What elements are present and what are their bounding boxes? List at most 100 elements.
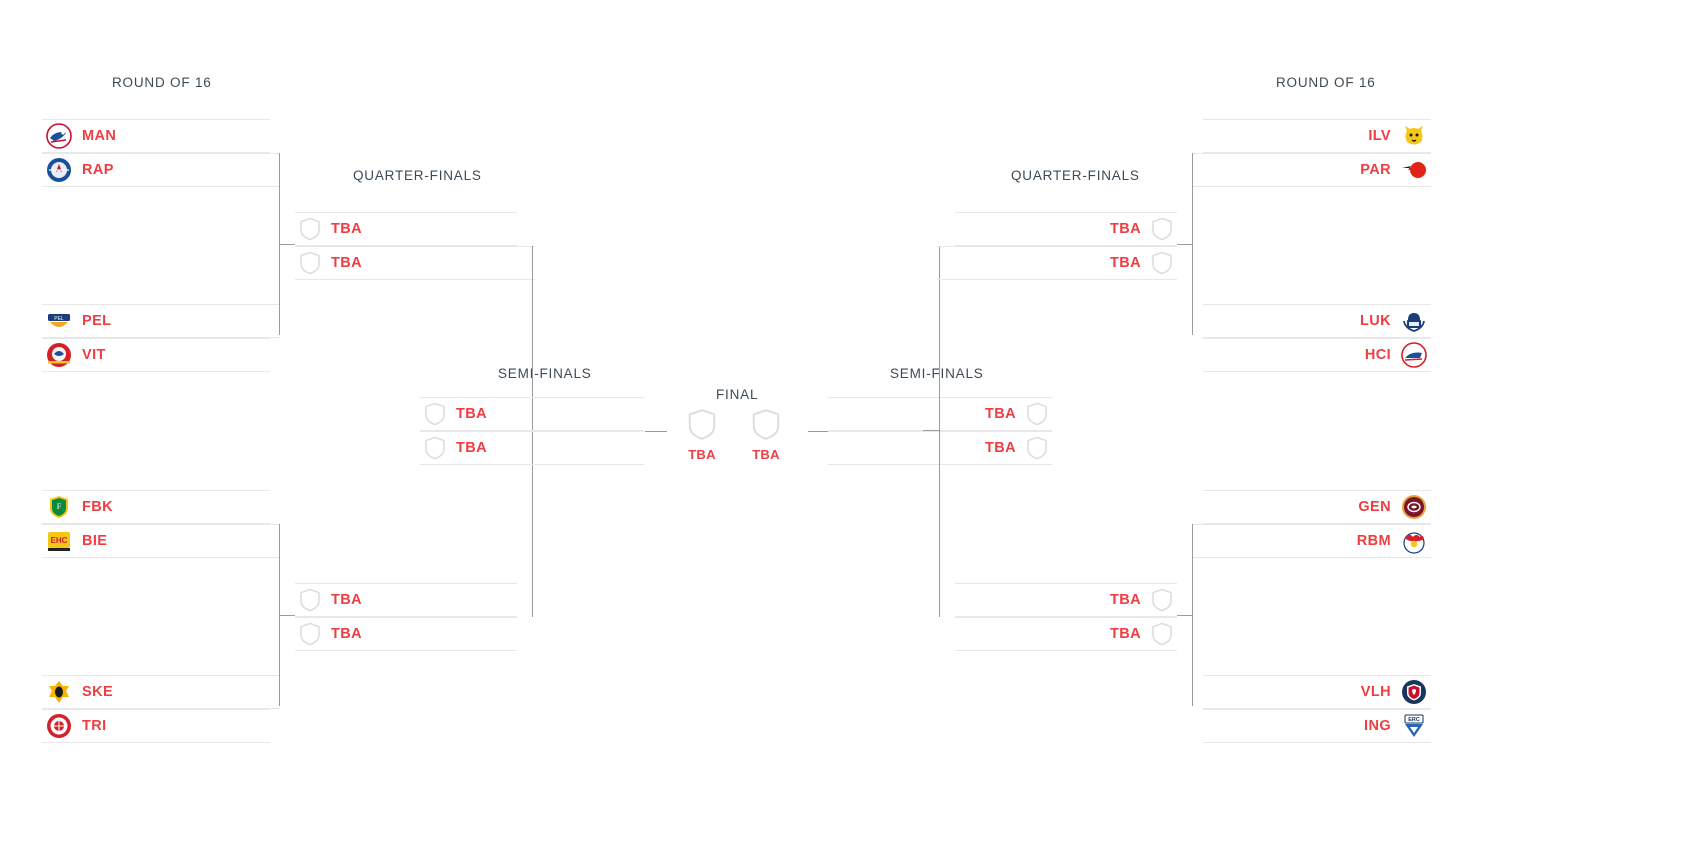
shield-placeholder-icon xyxy=(299,217,321,241)
round-header-qf-left: QUARTER-FINALS xyxy=(353,168,482,183)
match-slot-sf-right-1[interactable]: TBA xyxy=(828,397,1052,431)
shield-placeholder-icon xyxy=(299,588,321,612)
shield-placeholder-icon xyxy=(424,436,446,460)
rap-logo xyxy=(46,157,72,183)
ske-logo xyxy=(46,679,72,705)
team-abbr: PAR xyxy=(1360,162,1391,178)
match-slot-qf-left-3[interactable]: TBA xyxy=(295,583,517,617)
team-abbr: TBA xyxy=(331,221,363,237)
team-abbr: TBA xyxy=(688,447,716,462)
connector-line xyxy=(645,431,667,432)
team-abbr: SKE xyxy=(82,684,114,700)
hci-logo xyxy=(1401,342,1427,368)
team-abbr: MAN xyxy=(82,128,117,144)
connector-line xyxy=(532,430,533,617)
match-slot-qf-left-1[interactable]: TBA xyxy=(295,212,517,246)
connector-line xyxy=(532,246,533,430)
match-slot-luk[interactable]: LUK xyxy=(1203,304,1431,338)
round-header-sf-left: SEMI-FINALS xyxy=(498,366,592,381)
team-abbr: TBA xyxy=(1109,592,1141,608)
shield-placeholder-icon xyxy=(1026,436,1048,460)
shield-placeholder-icon xyxy=(299,622,321,646)
team-abbr: RBM xyxy=(1356,533,1391,549)
vit-logo xyxy=(46,342,72,368)
connector-line xyxy=(808,431,830,432)
fbk-logo: F xyxy=(46,494,72,520)
match-slot-hci[interactable]: HCI xyxy=(1203,338,1431,372)
team-abbr: TBA xyxy=(331,255,363,271)
match-slot-sf-left-2[interactable]: TBA xyxy=(420,431,644,465)
team-abbr: PEL xyxy=(82,313,112,329)
match-slot-vlh[interactable]: VLH xyxy=(1203,675,1431,709)
match-slot-bie[interactable]: EHC BIE xyxy=(42,524,280,558)
match-slot-rap[interactable]: RAP xyxy=(42,153,280,187)
final-match[interactable]: TBA TBA xyxy=(687,408,781,462)
match-slot-man[interactable]: MAN xyxy=(42,119,270,153)
team-abbr: HCI xyxy=(1364,347,1391,363)
team-abbr: GEN xyxy=(1358,499,1391,515)
connector-line xyxy=(939,430,940,617)
match-slot-qf-left-2[interactable]: TBA xyxy=(295,246,535,280)
match-slot-tri[interactable]: TRI xyxy=(42,709,270,743)
shield-placeholder-icon xyxy=(1151,251,1173,275)
connector-line xyxy=(923,430,939,431)
team-abbr: VLH xyxy=(1360,684,1391,700)
connector-line xyxy=(939,246,940,430)
connector-line xyxy=(279,615,295,616)
ilv-logo xyxy=(1401,123,1427,149)
round-header-r16-right: ROUND OF 16 xyxy=(1276,75,1376,90)
team-abbr: TBA xyxy=(456,440,488,456)
final-team-left[interactable]: TBA xyxy=(687,408,717,462)
connector-line xyxy=(1177,244,1193,245)
match-slot-gen[interactable]: GEN xyxy=(1203,490,1431,524)
final-team-right[interactable]: TBA xyxy=(751,408,781,462)
match-slot-pel[interactable]: PEL PEL xyxy=(42,304,280,338)
team-abbr: ILV xyxy=(1368,128,1391,144)
round-header-final: FINAL xyxy=(716,387,759,402)
gen-logo xyxy=(1401,494,1427,520)
match-slot-vit[interactable]: VIT xyxy=(42,338,270,372)
connector-line xyxy=(1177,615,1193,616)
team-abbr: FBK xyxy=(82,499,114,515)
svg-text:EHC: EHC xyxy=(51,536,68,545)
team-abbr: TBA xyxy=(984,406,1016,422)
match-slot-fbk[interactable]: F FBK xyxy=(42,490,270,524)
match-slot-sf-right-2[interactable]: TBA xyxy=(828,431,1052,465)
team-abbr: TBA xyxy=(1109,255,1141,271)
ing-logo: ERC xyxy=(1401,713,1427,739)
match-slot-ske[interactable]: SKE xyxy=(42,675,280,709)
man-logo xyxy=(46,123,72,149)
round-header-sf-right: SEMI-FINALS xyxy=(890,366,984,381)
team-abbr: BIE xyxy=(82,533,108,549)
team-abbr: RAP xyxy=(82,162,114,178)
match-slot-sf-left-1[interactable]: TBA xyxy=(420,397,644,431)
team-abbr: VIT xyxy=(82,347,106,363)
round-header-qf-right: QUARTER-FINALS xyxy=(1011,168,1140,183)
luk-logo xyxy=(1401,308,1427,334)
match-slot-par[interactable]: PAR xyxy=(1193,153,1431,187)
tri-logo xyxy=(46,713,72,739)
bie-logo: EHC xyxy=(46,528,72,554)
match-slot-ing[interactable]: ING ERC xyxy=(1203,709,1431,743)
match-slot-ilv[interactable]: ILV xyxy=(1203,119,1431,153)
shield-placeholder-icon xyxy=(1151,588,1173,612)
match-slot-qf-right-3[interactable]: TBA xyxy=(955,583,1177,617)
rbm-logo xyxy=(1401,528,1427,554)
match-slot-qf-right-1[interactable]: TBA xyxy=(955,212,1177,246)
match-slot-qf-right-4[interactable]: TBA xyxy=(955,617,1177,651)
svg-text:PEL: PEL xyxy=(54,316,64,322)
round-header-r16-left: ROUND OF 16 xyxy=(112,75,212,90)
match-slot-qf-left-4[interactable]: TBA xyxy=(295,617,517,651)
team-abbr: TRI xyxy=(82,718,107,734)
svg-text:F: F xyxy=(57,502,62,511)
shield-placeholder-icon xyxy=(424,402,446,426)
par-logo xyxy=(1401,157,1427,183)
match-slot-qf-right-2[interactable]: TBA xyxy=(937,246,1177,280)
connector-line xyxy=(279,244,295,245)
vlh-logo xyxy=(1401,679,1427,705)
shield-placeholder-icon xyxy=(751,408,781,441)
shield-placeholder-icon xyxy=(299,251,321,275)
match-slot-rbm[interactable]: RBM xyxy=(1193,524,1431,558)
team-abbr: TBA xyxy=(752,447,780,462)
